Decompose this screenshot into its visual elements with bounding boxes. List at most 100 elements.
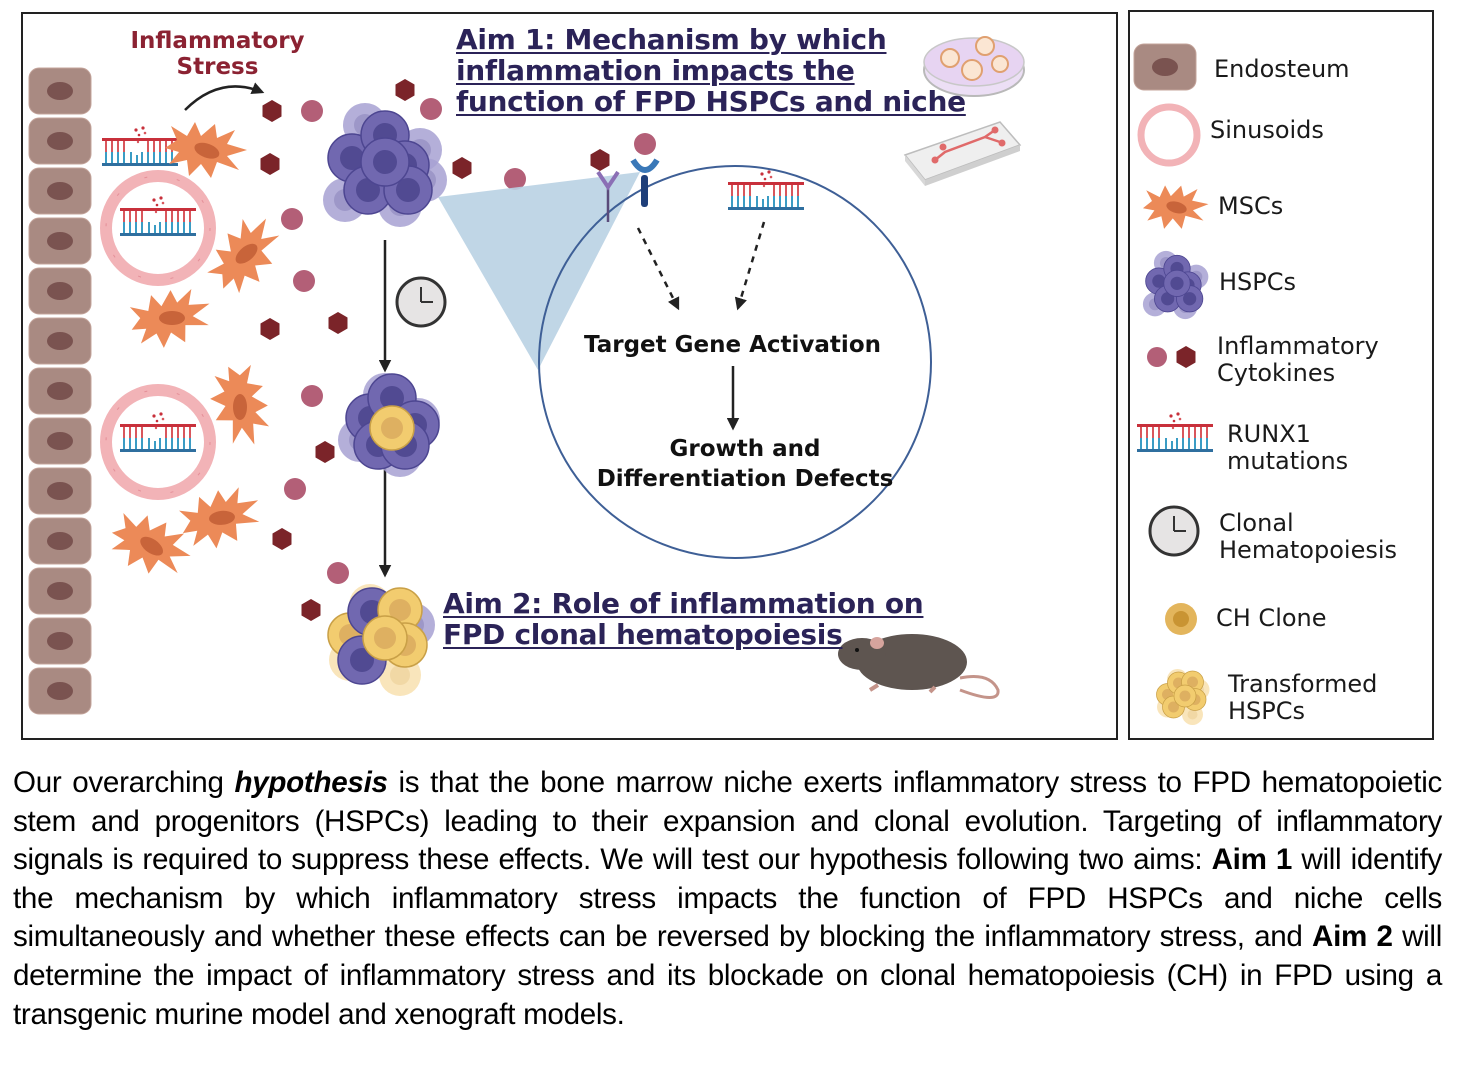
endosteum-cell	[28, 267, 92, 315]
hspc-cluster	[323, 103, 447, 227]
hypothesis-emphasis: hypothesis	[234, 766, 388, 799]
cytokine-circle	[420, 98, 442, 120]
msc-cell	[165, 122, 247, 178]
petri-dish-icon	[923, 36, 1025, 97]
endosteum-cell	[28, 367, 92, 415]
cytokine-hexagon	[260, 318, 280, 340]
mutation-arrow	[734, 221, 766, 311]
cytokine-circle	[293, 270, 315, 292]
msc-cell	[122, 277, 220, 358]
cytokine-circle	[284, 478, 306, 500]
legend-label-sinusoids: Sinusoids	[1210, 116, 1324, 144]
msc-cell	[104, 507, 198, 583]
legend-label-line: Transformed	[1228, 670, 1378, 698]
target-gene-activation-label: Target Gene Activation	[584, 332, 881, 358]
endosteum-cell	[28, 467, 92, 515]
legend-label-line: Clonal	[1219, 509, 1294, 537]
cytokine-circle	[301, 385, 323, 407]
ch-clone-icon	[1165, 603, 1197, 635]
legend-label-line: RUNX1	[1227, 420, 1311, 448]
aim2-title-line: Aim 2: Role of inflammation on	[443, 587, 924, 620]
endosteum-cell	[28, 167, 92, 215]
signal-arrow	[636, 227, 680, 311]
stress-label-line: Stress	[176, 54, 259, 80]
legend-label-ch-clone: CH Clone	[1216, 604, 1327, 632]
aim1-title-line: Aim 1: Mechanism by which	[456, 23, 887, 56]
legend-label-line: Inflammatory	[1217, 332, 1379, 360]
growth-defects-line: Growth and	[669, 436, 821, 462]
runx1-mutation-icon	[119, 411, 197, 453]
cytokine-circle	[327, 562, 349, 584]
aim2-emphasis: Aim 2	[1312, 920, 1393, 954]
cytokines-icon	[1147, 346, 1196, 368]
legend-label-line: Cytokines	[1217, 359, 1336, 387]
stress-label-line: Inflammatory	[130, 28, 305, 54]
endosteum-cell	[28, 117, 92, 165]
paragraph-text: will determine the impact of inflammator…	[13, 920, 1442, 1031]
aim1-title-line: inflammation impacts the	[456, 54, 855, 87]
endosteum-cell	[28, 67, 92, 115]
legend-label-line: Hematopoiesis	[1219, 536, 1398, 564]
clock-icon	[1148, 505, 1200, 557]
clock-icon	[395, 276, 447, 328]
receptor-icon	[590, 149, 620, 222]
cytokine-hexagon	[315, 441, 335, 463]
sinusoid-bottom	[100, 384, 216, 500]
legend-label-hspcs: HSPCs	[1219, 268, 1297, 296]
growth-defects-line: Differentiation Defects	[596, 466, 894, 492]
cytokine-hexagon	[452, 157, 472, 179]
ch-clone-cell	[369, 405, 415, 451]
cytokine-hexagon	[395, 79, 415, 101]
cytokine-hexagon	[272, 528, 292, 550]
aim1-emphasis: Aim 1	[1211, 843, 1293, 877]
legend-label-mscs: MSCs	[1218, 192, 1284, 220]
legend-label-endosteum: Endosteum	[1214, 55, 1350, 83]
runx1-mutation-icon	[727, 169, 805, 211]
endosteum-cell	[28, 567, 92, 615]
legend-label-transformed-hspcs: Transformed HSPCs	[1228, 671, 1377, 725]
legend-label-runx1: RUNX1 mutations	[1227, 421, 1348, 475]
legend-label-cytokines: Inflammatory Cytokines	[1217, 333, 1379, 387]
organ-on-chip-icon	[903, 121, 1022, 186]
mouse-icon	[838, 634, 1000, 699]
aim1-title: Aim 1: Mechanism by which inflammation i…	[456, 24, 966, 117]
aim2-title: Aim 2: Role of inflammation on FPD clona…	[443, 587, 924, 651]
endosteum-cell	[28, 217, 92, 265]
hspc-ch-cluster	[338, 373, 440, 477]
aim1-title-line: function of FPD HSPCs and niche	[456, 85, 966, 118]
cytokine-circle	[281, 208, 303, 230]
paragraph-text: is that the bone marrow niche exerts inf…	[13, 766, 1443, 877]
runx1-mutation-icon	[101, 125, 179, 167]
receptor-icon	[630, 133, 660, 207]
cytokine-hexagon	[260, 153, 280, 175]
legend-label-line: HSPCs	[1228, 697, 1306, 725]
inflammatory-stress-label: Inflammatory Stress	[125, 28, 310, 80]
aim2-title-line: FPD clonal hematopoiesis	[443, 618, 843, 651]
cytokine-circle	[301, 100, 323, 122]
endosteum-cell	[28, 617, 92, 665]
endosteum-cell	[28, 317, 92, 365]
mechanism-circle	[538, 165, 932, 559]
legend-label-clonal-hematopoiesis: Clonal Hematopoiesis	[1219, 510, 1397, 564]
endosteum-cell	[28, 417, 92, 465]
cytokine-hexagon	[301, 599, 321, 621]
cytokine-hexagon	[262, 100, 282, 122]
figure-main-panel	[21, 12, 1118, 740]
growth-defects-label: Growth and Differentiation Defects	[560, 434, 930, 494]
legend-panel	[1128, 10, 1434, 740]
figure-illustration	[28, 36, 1214, 725]
paragraph-text: will identify the mechanism by which inf…	[13, 843, 1442, 954]
sinusoid-top	[100, 170, 216, 286]
paragraph-text: Our overarching	[13, 766, 235, 799]
cytokine-hexagon	[328, 312, 348, 334]
hypothesis-paragraph: Our overarching hypothesis is that the b…	[13, 764, 1442, 1034]
legend-label-line: mutations	[1227, 447, 1349, 475]
endosteum-cell	[28, 517, 92, 565]
stress-arrow	[184, 82, 265, 111]
sinusoid-icon	[1137, 103, 1201, 167]
transformed-hspc-cluster	[327, 584, 435, 696]
endosteum-column	[28, 67, 92, 715]
zoom-wedge	[438, 172, 640, 370]
endosteum-cell	[28, 667, 92, 715]
runx1-mutation-icon	[119, 195, 197, 237]
